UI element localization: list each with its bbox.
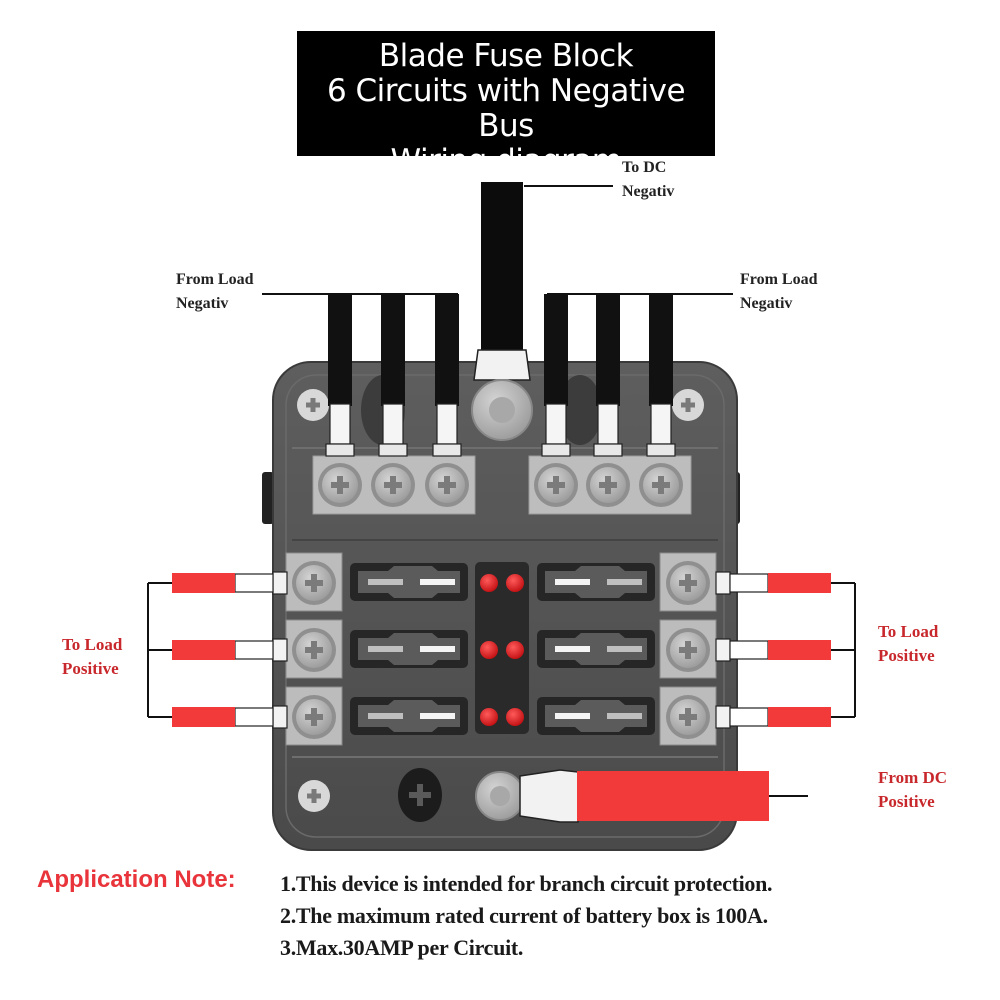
title-line-1: Blade Fuse Block	[378, 38, 634, 74]
positive-wire-left	[148, 571, 288, 595]
positive-terminal	[659, 619, 717, 679]
label-from-load-negative-left: From Load Negativ	[176, 271, 254, 312]
positive-terminal	[285, 552, 343, 612]
mount-hole-icon	[398, 768, 442, 822]
application-note-heading: Application Note:	[37, 866, 236, 893]
bus-screw-icon	[425, 463, 469, 507]
led-indicator	[506, 641, 524, 659]
bus-screw-icon	[639, 463, 683, 507]
application-note-item: 1.This device is intended for branch cir…	[280, 871, 773, 896]
dc-negative-cable	[471, 182, 533, 441]
led-indicator	[506, 708, 524, 726]
wiring-diagram	[147, 182, 856, 851]
fuse-slot	[537, 630, 655, 668]
positive-wire-right	[715, 571, 855, 595]
title-line-2: 6 Circuits with Negative Bus	[326, 73, 686, 144]
led-indicator	[506, 574, 524, 592]
dc-positive-cable	[475, 769, 808, 823]
fuse-slot	[350, 697, 468, 735]
led-indicator	[480, 641, 498, 659]
terminal-screw-icon	[679, 641, 697, 659]
negative-wire	[646, 294, 676, 457]
terminal-screw-icon	[679, 574, 697, 592]
led-indicator	[480, 708, 498, 726]
negative-wire	[593, 294, 623, 457]
terminal-screw-icon	[679, 708, 697, 726]
negative-wire	[432, 294, 462, 457]
terminal-screw-icon	[305, 708, 323, 726]
positive-terminal	[659, 552, 717, 612]
load-positive-wires	[147, 571, 856, 729]
negative-bus-screws	[318, 463, 683, 507]
corner-screw-icon	[297, 389, 329, 421]
bus-screw-icon	[534, 463, 578, 507]
application-note-item: 3.Max.30AMP per Circuit.	[280, 935, 524, 960]
positive-wire-right	[715, 638, 855, 662]
negative-wire	[378, 294, 408, 457]
led-indicators	[480, 574, 524, 726]
positive-terminal	[285, 619, 343, 679]
label-to-load-positive-left: To Load Positive	[62, 635, 123, 678]
led-indicator	[480, 574, 498, 592]
label-from-load-negative-right: From Load Negativ	[740, 271, 818, 312]
title-banner: Blade Fuse Block 6 Circuits with Negativ…	[297, 31, 715, 179]
positive-wire-right	[715, 705, 855, 729]
fuse-rows	[350, 563, 655, 735]
positive-wire-left	[148, 638, 288, 662]
label-from-dc-positive: From DC Positive	[878, 768, 948, 811]
corner-screw-icon	[298, 780, 330, 812]
fuse-slot	[537, 563, 655, 601]
load-negative-wires	[325, 294, 676, 457]
positive-wire-left	[148, 705, 288, 729]
fuse-slot	[350, 563, 468, 601]
bus-screw-icon	[586, 463, 630, 507]
positive-terminal	[285, 686, 343, 746]
bus-screw-icon	[318, 463, 362, 507]
corner-screws	[297, 389, 704, 822]
fuse-slot	[350, 630, 468, 668]
leader-lines	[262, 185, 733, 295]
terminal-screw-icon	[305, 574, 323, 592]
positive-terminal	[659, 686, 717, 746]
negative-wire	[541, 294, 571, 457]
fuse-slot	[537, 697, 655, 735]
led-panel	[475, 562, 529, 734]
terminal-screw-icon	[305, 641, 323, 659]
negative-wire	[325, 294, 355, 457]
bus-screw-icon	[371, 463, 415, 507]
corner-screw-icon	[672, 389, 704, 421]
label-to-dc-negative: To DC Negativ	[622, 159, 675, 200]
title-line-3: Wiring diagram	[390, 143, 622, 179]
positive-terminals	[285, 552, 717, 746]
label-to-load-positive-right: To Load Positive	[878, 622, 939, 665]
application-note-item: 2.The maximum rated current of battery b…	[280, 903, 768, 928]
